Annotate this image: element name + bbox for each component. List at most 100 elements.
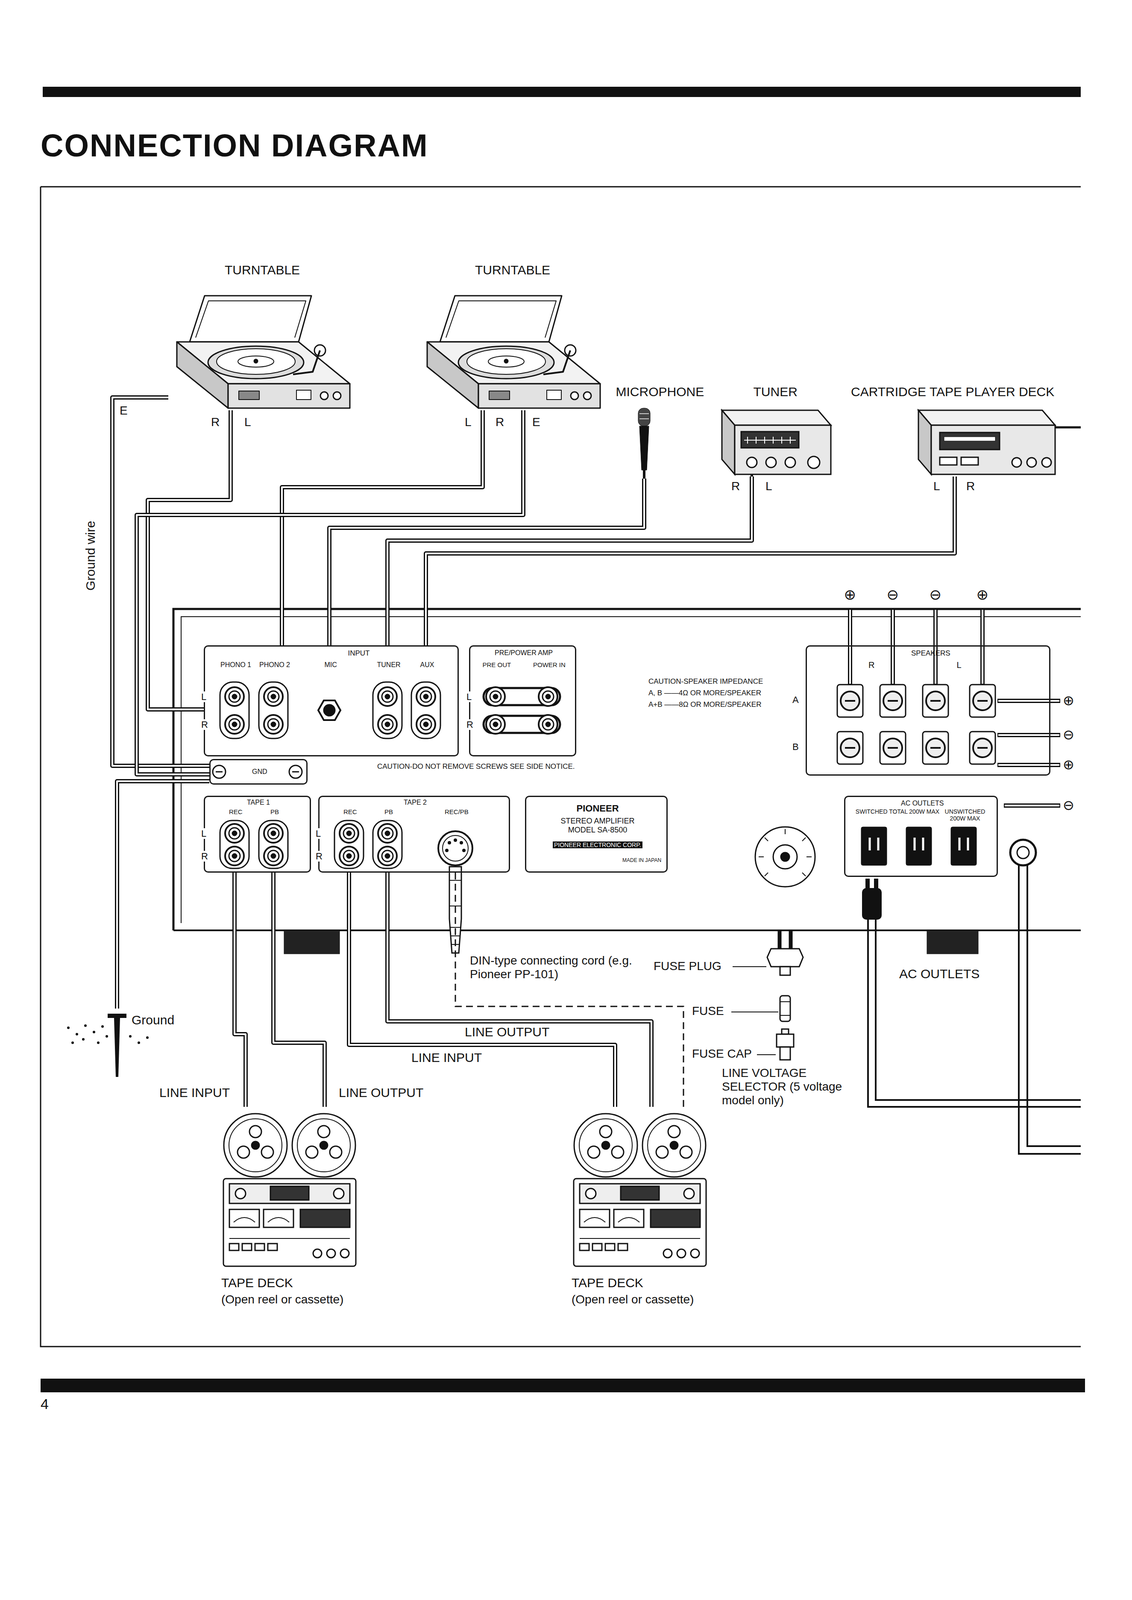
annotation-label: L <box>465 691 473 702</box>
ground-stake <box>71 1041 74 1044</box>
edge-label: LINE OUTPUT <box>337 1085 425 1100</box>
connector-line <box>147 410 231 710</box>
ac-outlet-drawing <box>950 826 977 866</box>
annotation-label: ⊖ <box>1062 797 1075 813</box>
line-voltage-selector <box>731 966 779 1055</box>
annotation-label: ⊖ <box>886 586 900 603</box>
jack-panel-drawing <box>411 681 441 739</box>
ac-outlet-drawing <box>869 837 968 851</box>
speaker-wire <box>850 608 1061 806</box>
jack-panel-drawing <box>219 681 250 739</box>
jack-label: MIC <box>324 660 338 669</box>
turntable-drawing <box>427 295 601 408</box>
jack-label: PB <box>384 807 393 816</box>
cartridge-deck-drawing <box>939 432 1000 450</box>
edge-label: LINE INPUT <box>410 1049 484 1065</box>
annotation-label: L <box>956 659 962 670</box>
model-nameplate: PIONEERSTEREO AMPLIFIER MODEL SA-8500PIO… <box>524 795 668 873</box>
ground-stake <box>107 1013 127 1018</box>
tuner-drawing <box>741 431 799 448</box>
connector-line <box>425 476 955 646</box>
ground-stake <box>84 1023 87 1027</box>
ground-stake <box>75 1032 79 1036</box>
line-voltage-selector <box>789 931 792 949</box>
power-cord <box>1018 865 1081 1154</box>
annotation-label: R <box>314 850 324 862</box>
device-label: CARTRIDGE TAPE PLAYER DECK <box>850 384 1055 400</box>
cable-connector <box>117 780 210 1009</box>
cartridge-tape-player: CARTRIDGE TAPE PLAYER DECK <box>824 384 1081 477</box>
edge-label: LINE INPUT <box>158 1085 232 1100</box>
jack-panel-drawing <box>445 848 449 852</box>
jack-label: PHONO 1 <box>220 660 252 669</box>
jack-panel-drawing <box>459 840 464 845</box>
connector-line <box>387 476 752 646</box>
jack-panel-drawing <box>486 714 505 734</box>
line-voltage-selector <box>755 826 816 887</box>
microphone-drawing <box>642 469 646 479</box>
cartridge-deck-drawing <box>918 410 1081 475</box>
connector-line <box>329 478 645 646</box>
annotation-label: FUSE <box>692 1003 725 1018</box>
nameplate-text: STEREO AMPLIFIER MODEL SA-8500 <box>548 816 647 834</box>
jack-panel-drawing <box>438 830 473 866</box>
jack-panel-drawing <box>538 714 558 734</box>
connector-line <box>425 476 955 646</box>
power-cord <box>862 865 1081 1154</box>
jack-label: REC/PB <box>444 807 469 816</box>
din-cord-connector <box>455 872 684 1107</box>
connector-line <box>273 872 325 1107</box>
connector-line <box>147 410 231 710</box>
jack-panel-drawing <box>263 686 283 706</box>
jack-panel-drawing <box>225 714 244 734</box>
ground-stake <box>101 1024 104 1028</box>
tuner-drawing <box>807 456 820 469</box>
speaker-wire <box>850 609 1060 806</box>
jack-label: TUNER <box>377 660 401 669</box>
ac-outlet-drawing <box>906 826 932 866</box>
speaker-terminal-drawing <box>879 684 906 717</box>
speaker-terminal-panel: SPEAKERS <box>805 645 1051 776</box>
annotation-label: L <box>244 415 252 429</box>
tuner-drawing <box>734 425 831 475</box>
tuner-drawing <box>750 474 754 477</box>
annotation-label: R <box>465 718 475 730</box>
annotation-label: FUSE CAP <box>692 1046 752 1061</box>
microphone-drawing <box>638 407 651 426</box>
tuner-drawing <box>744 436 796 444</box>
jack-panel-drawing <box>447 840 452 845</box>
annotation-label: L <box>199 827 208 839</box>
jack-panel-drawing <box>442 835 469 861</box>
jack-panel-drawing <box>258 681 288 739</box>
jack-panel-drawing <box>538 686 558 706</box>
device-label: TUNER <box>753 384 798 400</box>
annotation-label: A <box>792 694 799 705</box>
tape-deck-drawing <box>223 1113 356 1266</box>
jack-label: REC <box>228 807 243 816</box>
cartridge-deck-drawing <box>944 436 996 441</box>
ground-stake <box>146 1035 149 1039</box>
line-voltage-selector <box>780 1001 791 1015</box>
annotation-label: E <box>532 415 541 429</box>
jack-label: TAPE 1 <box>246 798 270 807</box>
line-voltage-selector <box>781 1028 789 1034</box>
jack-panel-drawing <box>212 765 226 778</box>
cartridge-deck-drawing <box>1041 457 1052 467</box>
tape-deck: TAPE DECK(Open reel or cassette) <box>563 1106 718 1312</box>
connector-line <box>387 872 652 1107</box>
outlet-label: SWITCHED TOTAL 200W MAX <box>854 807 941 815</box>
tuner-drawing <box>721 410 831 426</box>
annotation-label: R <box>199 850 210 862</box>
microphone-drawing <box>639 425 649 470</box>
speaker-terminal-drawing <box>969 731 996 764</box>
cable-connector <box>273 872 325 1107</box>
annotation-label: L <box>464 415 472 429</box>
annotation-label: R <box>211 415 220 429</box>
line-voltage-selector <box>780 966 791 975</box>
jack-label: AUX <box>420 660 435 669</box>
jack-panel-drawing <box>318 700 341 720</box>
speaker-terminal-drawing <box>922 684 949 717</box>
annotation-label: L <box>199 691 208 702</box>
line-voltage-selector <box>767 948 804 967</box>
